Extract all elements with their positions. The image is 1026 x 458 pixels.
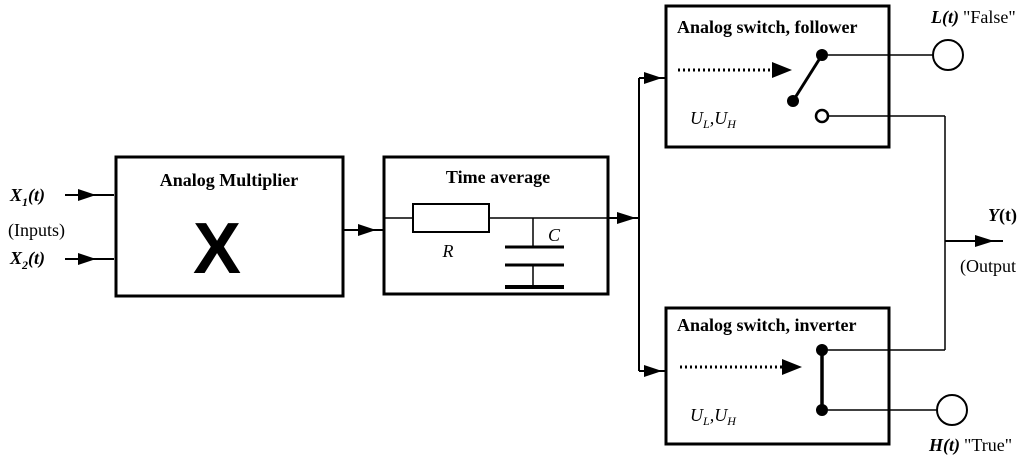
x2-arrowhead (78, 253, 96, 265)
output-arrowhead (975, 235, 994, 247)
multiplier-symbol: X (193, 209, 241, 289)
input-x1: X1(t) (9, 185, 114, 209)
inverter-title: Analog switch, inverter (677, 315, 856, 335)
mult-to-avg-arrowhead (358, 224, 376, 236)
split-to-inverter-arrowhead (644, 365, 662, 377)
follower-switch-blade (791, 54, 824, 102)
follower-title: Analog switch, follower (677, 17, 857, 37)
multiplier-title: Analog Multiplier (160, 170, 299, 190)
L-terminal (932, 39, 964, 71)
follower-contact-bottom (814, 108, 830, 124)
inverter-contact-top (816, 344, 828, 356)
average-box (382, 155, 610, 296)
inverter-control-arrowhead (782, 359, 802, 375)
follower-pivot (787, 95, 799, 107)
x2-label: X2(t) (9, 248, 45, 272)
capacitor-label: C (548, 225, 561, 245)
output-label: (Output (960, 256, 1016, 277)
follower-box (664, 4, 891, 149)
average-block: Time average R C (382, 155, 610, 296)
inverter-ul-uh: UL,UH (690, 405, 737, 428)
output-y-label: Y(t) (988, 205, 1017, 226)
H-terminal (936, 394, 968, 426)
follower-block: Analog switch, follower UL,UH (664, 4, 945, 149)
follower-ul-uh: UL,UH (690, 108, 737, 131)
average-title: Time average (446, 167, 550, 187)
inverter-contact-bottom (816, 404, 828, 416)
multiplier-block: Analog Multiplier X (114, 155, 345, 298)
split-to-follower-arrowhead (644, 72, 662, 84)
multiplier-box (114, 155, 345, 298)
x1-label: X1(t) (9, 185, 45, 209)
H-label: H(t)"True" (928, 435, 1012, 456)
input-x2: X2(t) (9, 248, 114, 272)
resistor (412, 203, 490, 233)
x1-arrowhead (78, 189, 96, 201)
follower-control-arrowhead (772, 62, 792, 78)
resistor-label: R (442, 241, 454, 261)
inverter-box (664, 306, 891, 446)
follower-contact-top (816, 49, 828, 61)
inverter-block: Analog switch, inverter UL,UH (664, 306, 945, 446)
L-label: L(t)"False" (930, 7, 1016, 28)
inputs-label: (Inputs) (8, 220, 65, 241)
avg-out-arrowhead (617, 212, 636, 224)
